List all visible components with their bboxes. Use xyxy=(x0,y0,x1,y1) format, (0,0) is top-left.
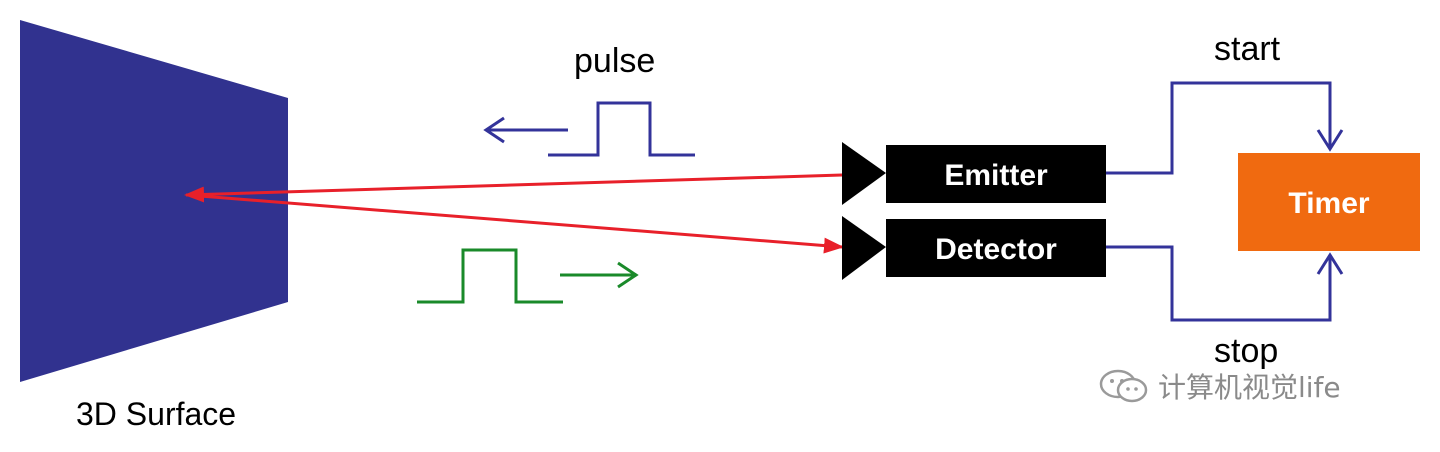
start-label: start xyxy=(1214,30,1281,68)
detector-box xyxy=(886,219,1106,277)
emitter-lens-triangle xyxy=(842,142,886,205)
watermark-text: 计算机视觉life xyxy=(1158,371,1341,404)
wechat-icon xyxy=(1099,369,1148,403)
detector-lens-triangle xyxy=(842,216,886,280)
emitter-label: Emitter xyxy=(944,159,1048,192)
stop-label: stop xyxy=(1214,332,1278,370)
stop-signal-line xyxy=(1106,245,1344,322)
pulse-label: pulse xyxy=(574,42,655,80)
emitter-box xyxy=(886,145,1106,203)
surface-label: 3D Surface xyxy=(76,396,236,432)
outgoing-pulse-wave xyxy=(548,101,695,157)
return-direction-arrow xyxy=(560,261,639,289)
start-signal-line xyxy=(1106,81,1344,175)
outgoing-direction-arrow xyxy=(483,116,568,144)
emitted-beam-arrow xyxy=(184,173,843,203)
timer-box xyxy=(1238,153,1420,251)
surface-shape xyxy=(20,20,288,382)
return-pulse-wave xyxy=(417,248,563,304)
detector-label: Detector xyxy=(935,233,1057,266)
reflected-beam-arrow xyxy=(199,194,844,254)
timer-label: Timer xyxy=(1288,187,1369,220)
watermark: 计算机视觉life xyxy=(1098,366,1341,406)
